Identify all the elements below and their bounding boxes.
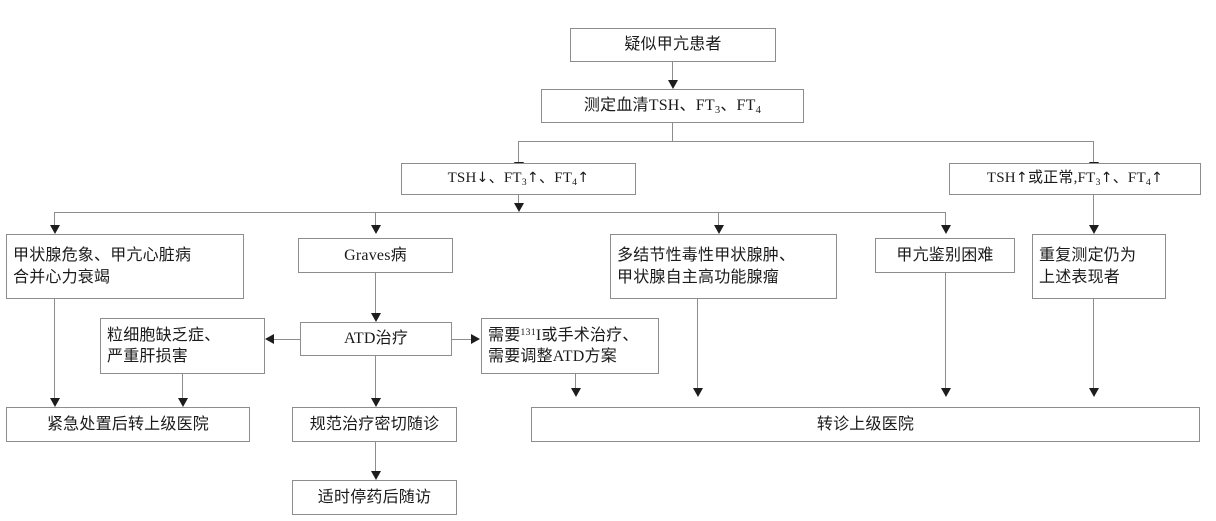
node-need-i131-label: 需要131I或手术治疗、需要调整ATD方案 <box>488 326 639 365</box>
node-difficult-label: 甲亢鉴别困难 <box>896 246 994 264</box>
arrow-low-tsh-into-bar <box>514 203 524 212</box>
connector-low-tsh-down <box>518 195 519 204</box>
connector-suspected-to-measure <box>672 62 673 82</box>
node-thyroid-crisis: 甲状腺危象、甲亢心脏病合并心力衰竭 <box>6 234 244 299</box>
connector-standard-to-stop-drug <box>375 442 376 474</box>
connector-atd-to-need-i131 <box>452 339 472 340</box>
node-standard-followup: 规范治疗密切随诊 <box>292 407 457 442</box>
arrow-repeat-to-refer <box>1089 388 1099 397</box>
connector-repeat-to-refer <box>1093 299 1094 391</box>
arrow-to-repeat <box>1089 225 1099 234</box>
connector-agranulocytosis-to-emergency <box>182 374 183 401</box>
connector-atd-to-agranulocytosis <box>274 339 300 340</box>
connector-graves-to-atd <box>375 273 376 316</box>
connector-measure-down <box>672 123 673 141</box>
node-suspected-label: 疑似甲亢患者 <box>624 36 722 54</box>
node-agranulocytosis: 粒细胞缺乏症、严重肝损害 <box>100 318 265 374</box>
node-thyroid-crisis-label: 甲状腺危象、甲亢心脏病合并心力衰竭 <box>13 247 192 286</box>
connector-fanout-leg-difficult <box>945 212 946 227</box>
connector-split-top-bar <box>518 141 1094 142</box>
connector-toxic-to-refer <box>697 299 698 391</box>
arrow-crisis-to-emergency <box>50 398 60 407</box>
connector-crisis-to-emergency <box>54 299 55 401</box>
node-repeat-label: 重复测定仍为上述表现者 <box>1039 247 1137 286</box>
node-difficult-differentiation: 甲亢鉴别困难 <box>875 238 1015 273</box>
connector-high-tsh-down <box>1093 195 1094 227</box>
connector-fanout-leg-toxic-nodular <box>718 212 719 227</box>
node-suspected-hyperthyroidism: 疑似甲亢患者 <box>570 28 776 62</box>
node-standard-followup-label: 规范治疗密切随诊 <box>309 415 440 433</box>
connector-difficult-to-refer <box>945 273 946 391</box>
arrow-need-i131-to-refer <box>571 388 581 397</box>
node-agranulocytosis-label: 粒细胞缺乏症、严重肝损害 <box>107 326 221 365</box>
node-graves-disease: Graves病 <box>298 238 453 273</box>
node-branch-low-tsh: TSH↓、FT3↑、FT4↑ <box>401 163 636 195</box>
arrow-toxic-to-refer <box>693 388 703 397</box>
arrow-agranulocytosis-to-emergency <box>178 398 188 407</box>
arrow-suspected-to-measure <box>668 80 678 89</box>
arrow-to-graves <box>371 225 381 234</box>
node-measure-label: 测定血清TSH、FT3、FT4 <box>583 96 762 116</box>
node-measure-serum: 测定血清TSH、FT3、FT4 <box>541 89 804 123</box>
node-toxic-nodular-goiter: 多结节性毒性甲状腺肿、甲状腺自主高功能腺瘤 <box>610 234 837 299</box>
arrow-atd-to-need-i131 <box>471 334 480 344</box>
node-graves-label: Graves病 <box>344 246 407 264</box>
node-emergency-referral-label: 紧急处置后转上级医院 <box>46 415 209 433</box>
node-atd-label: ATD治疗 <box>343 330 409 348</box>
node-emergency-referral: 紧急处置后转上级医院 <box>6 407 250 442</box>
node-stop-drug-followup: 适时停药后随访 <box>292 480 457 515</box>
arrow-difficult-to-refer <box>941 388 951 397</box>
node-refer-upper-hospital: 转诊上级医院 <box>531 407 1200 442</box>
connector-split-right-leg <box>1093 141 1094 164</box>
node-stop-drug-followup-label: 适时停药后随访 <box>317 488 432 506</box>
connector-fanout-bar <box>72 212 946 213</box>
node-branch-high-tsh: TSH↑或正常,FT3↑、FT4↑ <box>949 163 1201 195</box>
connector-fanout-leg-graves <box>375 212 376 227</box>
arrow-to-difficult <box>941 225 951 234</box>
arrow-graves-to-atd <box>371 313 381 322</box>
arrow-to-crisis <box>50 225 60 234</box>
node-atd-treatment: ATD治疗 <box>300 322 452 356</box>
node-repeat-measurement: 重复测定仍为上述表现者 <box>1032 234 1166 299</box>
node-toxic-nodular-label: 多结节性毒性甲状腺肿、甲状腺自主高功能腺瘤 <box>617 247 796 286</box>
node-branch-low-tsh-label: TSH↓、FT3↑、FT4↑ <box>447 170 590 188</box>
arrow-to-toxic-nodular <box>714 225 724 234</box>
node-need-i131-or-surgery: 需要131I或手术治疗、需要调整ATD方案 <box>481 318 659 374</box>
node-refer-upper-label: 转诊上级医院 <box>816 415 915 433</box>
connector-split-left-leg <box>518 141 519 164</box>
arrow-standard-to-stop-drug <box>371 471 381 480</box>
connector-atd-to-standard-followup <box>375 356 376 401</box>
connector-fanout-bar-left-stub <box>54 212 73 213</box>
node-branch-high-tsh-label: TSH↑或正常,FT3↑、FT4↑ <box>986 170 1164 188</box>
arrow-atd-to-agranulocytosis <box>265 334 274 344</box>
connector-need-i131-to-refer <box>575 374 576 391</box>
connector-fanout-leg-crisis <box>54 212 55 227</box>
arrow-atd-to-standard-followup <box>371 398 381 407</box>
